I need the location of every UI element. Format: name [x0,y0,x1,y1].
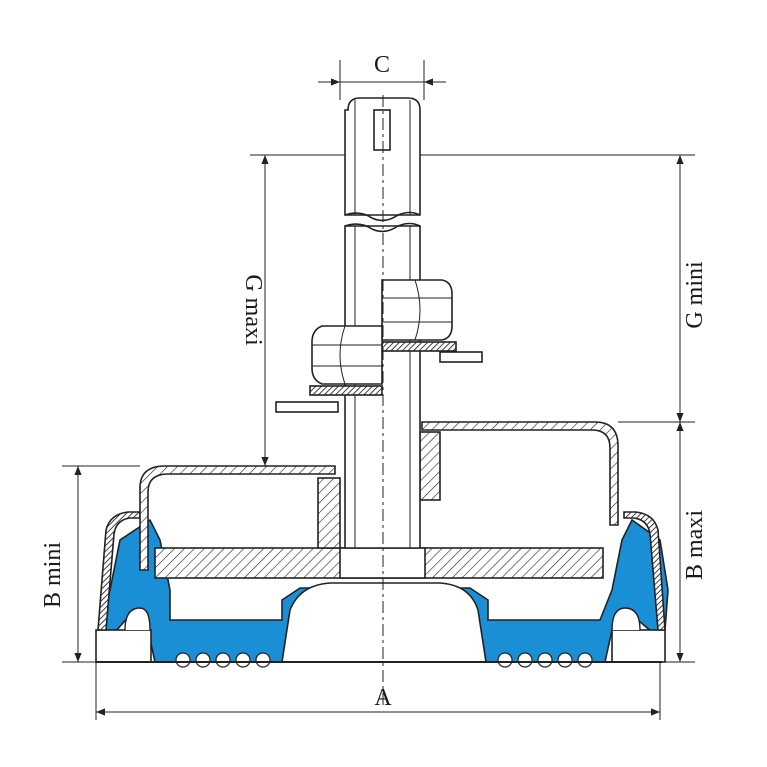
rubber-base [95,518,669,668]
dimension-a: A [95,662,661,720]
upper-washer [381,341,457,352]
lower-nut [311,325,383,385]
upper-washer-rim [439,351,483,363]
label-b-mini: B mini [40,542,66,608]
lower-cover [139,465,336,571]
base-cavity [281,582,487,663]
lower-washer [309,385,383,396]
base-foot-right [611,629,666,663]
base-bumps-right [497,652,593,668]
label-c: C [374,52,390,78]
upper-nut [381,279,453,341]
label-a: A [374,685,392,711]
lower-washer-rim [275,401,339,413]
dimension-g-maxi: G maxi [240,154,345,466]
base-bumps-left [175,652,271,668]
hub-left [317,477,341,549]
upper-cover [421,421,619,526]
dimension-c: C [318,52,446,100]
label-b-maxi: B maxi [682,510,708,580]
label-g-mini: G mini [682,261,708,329]
dimension-b-mini: B mini [40,465,140,663]
hub-right [419,431,441,501]
dimension-g-mini: G mini [420,154,708,423]
dimension-b-maxi: B maxi [660,422,708,663]
label-g-maxi: G maxi [240,274,266,346]
base-foot-left [95,629,152,663]
